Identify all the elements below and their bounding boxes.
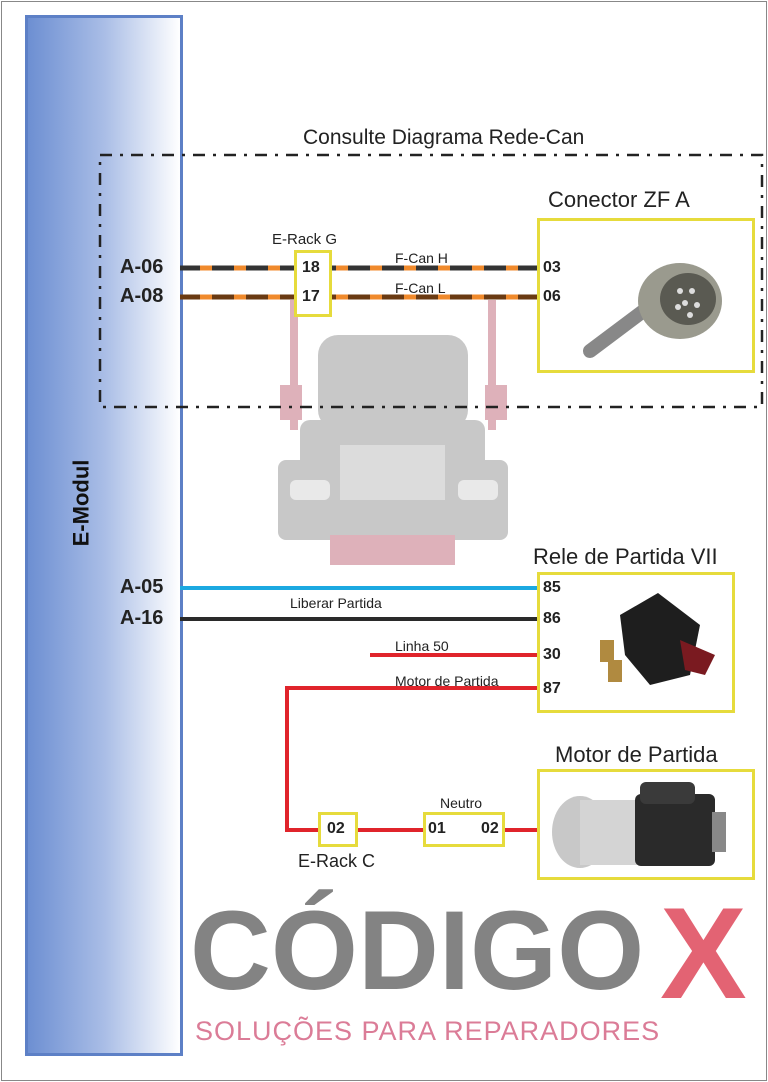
e-rack-c-box: [318, 812, 358, 847]
neutral-box: [423, 812, 505, 847]
neutral-pin-01: 01: [428, 820, 446, 837]
connector-image: [583, 263, 722, 358]
e-rack-g-box: [294, 250, 332, 317]
can-wires: [180, 265, 540, 300]
pin-a16: A-16: [120, 607, 164, 629]
relay-pin-85: 85: [543, 579, 561, 596]
connector-zf-title: Conector ZF A: [548, 187, 690, 212]
relay-pin-87: 87: [543, 680, 561, 697]
starter-box: [537, 769, 755, 880]
neutral-label: Neutro: [440, 795, 483, 811]
neutral-pin-02: 02: [481, 820, 499, 837]
can-section-title: Consulte Diagrama Rede-Can: [303, 126, 585, 149]
starter-motor-image: [552, 782, 726, 868]
signal-fcan-l: F-Can L: [395, 280, 446, 296]
relay-title: Rele de Partida VII: [533, 544, 718, 569]
e-rack-c-pin-02: 02: [327, 820, 345, 837]
connector-zf-box: [537, 218, 755, 373]
watermark-brand: CÓDIGO: [190, 888, 645, 1013]
e-rack-g-label: E-Rack G: [272, 231, 338, 248]
label-linha-50: Linha 50: [395, 638, 449, 654]
pin-a06: A-06: [120, 256, 164, 278]
relay-image: [600, 593, 715, 685]
relay-pin-30: 30: [543, 646, 561, 663]
relay-wires: [180, 586, 540, 832]
connector-pin-03: 03: [543, 259, 561, 276]
rack-pin-18: 18: [302, 259, 320, 276]
connector-pin-06: 06: [543, 288, 561, 305]
pin-a05: A-05: [120, 576, 164, 598]
label-liberar-partida: Liberar Partida: [290, 595, 382, 611]
relay-pin-86: 86: [543, 610, 561, 627]
truck-watermark: [278, 300, 508, 565]
e-rack-c-label: E-Rack C: [298, 851, 376, 871]
can-dashdot-box: [98, 153, 764, 409]
label-motor-de-partida: Motor de Partida: [395, 673, 499, 689]
rack-pin-17: 17: [302, 288, 320, 305]
watermark-brand-x: X: [660, 880, 747, 1026]
e-modul-bar: [25, 15, 183, 1056]
starter-title: Motor de Partida: [555, 742, 718, 767]
pin-a08: A-08: [120, 285, 164, 307]
relay-box: [537, 572, 735, 713]
watermark-tagline: SOLUÇÕES PARA REPARADORES: [195, 1016, 661, 1046]
signal-fcan-h: F-Can H: [395, 250, 448, 266]
